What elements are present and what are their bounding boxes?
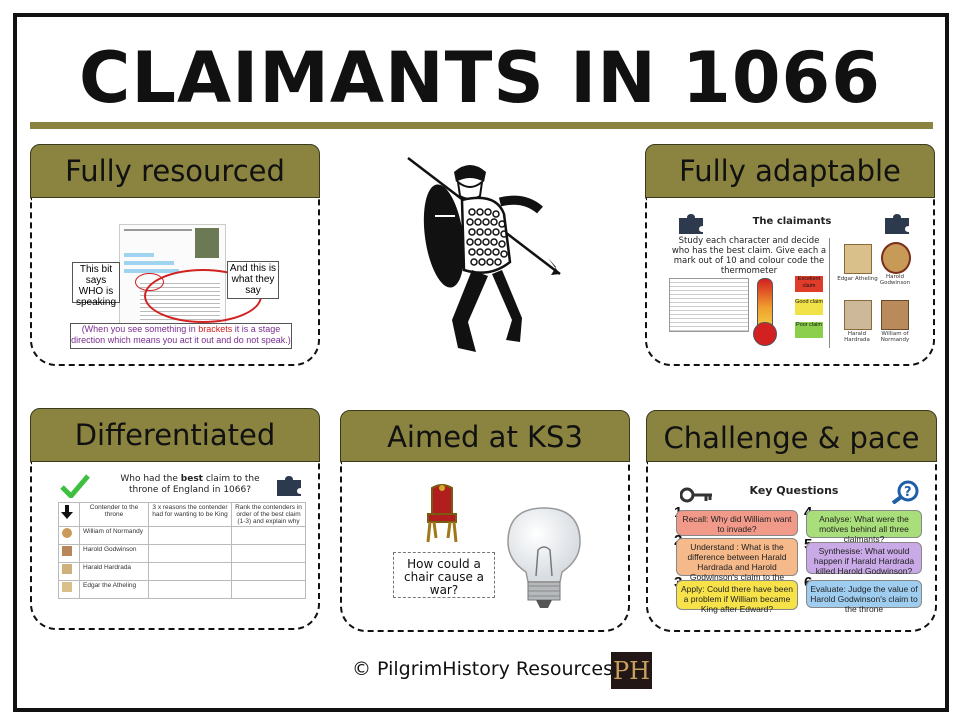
portrait-edgar bbox=[844, 244, 872, 274]
note-part-2: it is a stage direction which means you … bbox=[71, 324, 291, 345]
divider-line bbox=[829, 238, 830, 348]
callout-what-they-say: And this is what they say bbox=[227, 261, 279, 299]
question-card-synthesise: Synthesise: What would happen if Harald … bbox=[806, 542, 922, 576]
source-text-thumbnail bbox=[669, 278, 749, 332]
panel-body: This bit says WHO is speaking And this i… bbox=[30, 198, 320, 366]
contender-name: Harald Hardrada bbox=[79, 562, 149, 581]
lightbulb-icon bbox=[507, 507, 581, 608]
contender-table: Contender to the throne 3 x reasons the … bbox=[58, 502, 306, 599]
table-row: Harald Hardrada bbox=[58, 562, 306, 581]
table-row: Edgar the Atheling bbox=[58, 580, 306, 599]
panel-body: The claimants Study each character and d… bbox=[645, 198, 935, 366]
callout-who-speaks: This bit says WHO is speaking bbox=[72, 262, 120, 308]
question-card-apply: Apply: Could there have been a problem i… bbox=[676, 580, 798, 614]
panel-heading: Fully resourced bbox=[30, 144, 320, 198]
magnifier-icon: ? bbox=[891, 480, 919, 504]
panel-heading: Challenge & pace bbox=[646, 410, 937, 462]
panel-body: Key Questions ? 1 Recall: Why did Willia… bbox=[646, 462, 937, 632]
stage-direction-note: (When you see something in brackets it i… bbox=[70, 323, 292, 349]
table-row: Harold Godwinson bbox=[58, 544, 306, 563]
contender-name: William of Normandy bbox=[79, 526, 149, 545]
panel-differentiated: Differentiated Who had the best claim to… bbox=[30, 408, 320, 630]
portrait-thumb bbox=[62, 546, 72, 556]
column-header: Rank the contenders in order of the best… bbox=[231, 502, 306, 527]
panel-body: Who had the best claim to the throne of … bbox=[30, 462, 320, 630]
contender-name: Edgar the Atheling bbox=[79, 580, 149, 599]
thermo-bulb bbox=[753, 322, 777, 346]
thermo-label-poor: Poor claim bbox=[795, 322, 823, 338]
worksheet-question: Who had the best claim to the throne of … bbox=[110, 474, 270, 496]
claimant-harold-label: Harold Godwinson bbox=[879, 274, 911, 286]
panel-heading: Aimed at KS3 bbox=[340, 410, 630, 462]
panel-aimed-at-ks3: Aimed at KS3 How could a chair cause a w… bbox=[340, 410, 630, 632]
portrait-thumb bbox=[62, 582, 72, 592]
table-header-row: Contender to the throne 3 x reasons the … bbox=[58, 502, 306, 527]
note-brackets-word: brackets bbox=[198, 324, 233, 334]
question-card-understand: Understand : What is the difference betw… bbox=[676, 538, 798, 592]
checkmark-icon bbox=[60, 474, 90, 498]
portrait-william bbox=[881, 300, 909, 330]
panel-challenge-and-pace: Challenge & pace Key Questions ? 1 Recal… bbox=[646, 410, 937, 632]
contender-name: Harold Godwinson bbox=[79, 544, 149, 563]
claimant-hardrada-label: Harald Hardrada bbox=[844, 331, 870, 343]
table-row: William of Normandy bbox=[58, 526, 306, 545]
slide-title: The claimants bbox=[752, 216, 832, 227]
instructions-text: Study each character and decide who has … bbox=[671, 236, 827, 276]
page-title: CLAIMANTS IN 1066 bbox=[79, 37, 881, 119]
panel-fully-adaptable: Fully adaptable The claimants Study each… bbox=[645, 144, 935, 366]
portrait-hardrada bbox=[844, 300, 872, 330]
title-divider bbox=[30, 122, 933, 129]
throne-chair-icon bbox=[426, 484, 458, 543]
question-card-recall: Recall: Why did William want to invade? bbox=[676, 510, 798, 536]
panel-fully-resourced: Fully resourced This bit says WHO is spe… bbox=[30, 144, 320, 366]
key-icon bbox=[680, 487, 712, 503]
svg-text:?: ? bbox=[904, 485, 912, 500]
panel-heading: Fully adaptable bbox=[645, 144, 935, 198]
question-part-2: claim to the throne of England in 1066? bbox=[128, 474, 260, 495]
portrait-thumb bbox=[62, 528, 72, 538]
chair-question-box: How could a chair cause a war? bbox=[393, 552, 495, 598]
thermo-label-good: Good claim bbox=[795, 299, 823, 315]
claimant-edgar-label: Edgar Atheling bbox=[837, 276, 878, 282]
question-part-1: Who had the bbox=[120, 474, 181, 484]
panel-heading: Differentiated bbox=[30, 408, 320, 462]
question-card-analyse: Analyse: What were the motives behind al… bbox=[806, 510, 922, 544]
claimant-william-label: William of Normandy bbox=[880, 331, 910, 343]
thermo-label-excellent: Excellent claim bbox=[795, 276, 823, 292]
norman-knight-illustration bbox=[407, 157, 561, 352]
slide-title: Key Questions bbox=[749, 484, 839, 497]
panel-body: How could a chair cause a war? bbox=[340, 462, 630, 632]
question-card-evaluate: Evaluate: Judge the value of Harold Godw… bbox=[806, 580, 922, 614]
puzzle-icon-right bbox=[885, 214, 909, 234]
puzzle-icon bbox=[277, 476, 301, 496]
puzzle-icon-left bbox=[679, 214, 703, 234]
copyright-footer: © PilgrimHistory Resources. bbox=[352, 658, 620, 680]
column-header: Contender to the throne bbox=[79, 502, 149, 527]
note-part-1: (When you see something in bbox=[81, 324, 199, 334]
portrait-harold-godwinson bbox=[881, 242, 911, 274]
question-bold-word: best bbox=[180, 474, 203, 484]
portrait-thumb bbox=[62, 564, 72, 574]
column-header: 3 x reasons the contender had for wantin… bbox=[148, 502, 232, 527]
pilgrimhistory-logo: PH bbox=[611, 652, 652, 689]
